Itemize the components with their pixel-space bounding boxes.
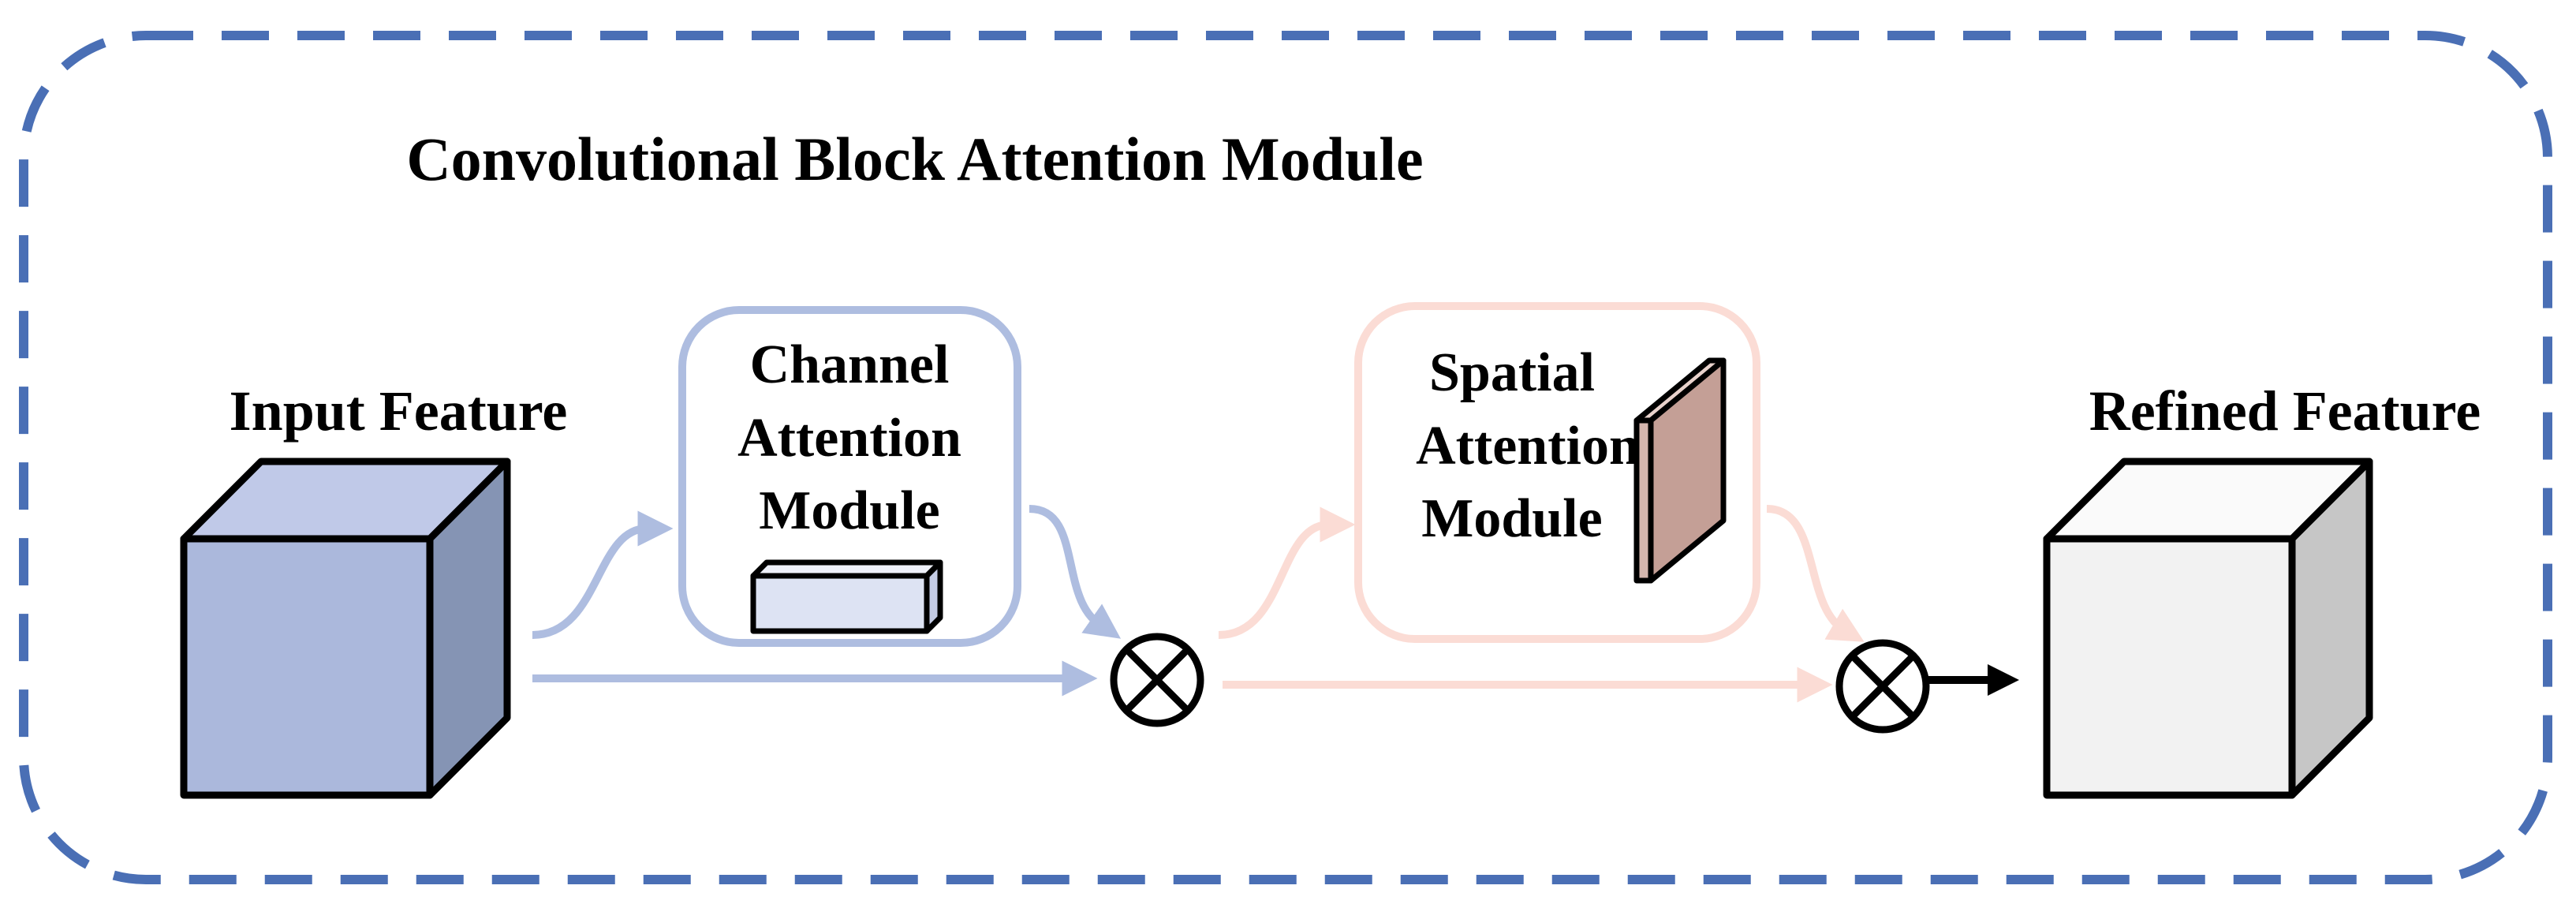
input-feature-label: Input Feature — [230, 379, 568, 443]
refined-feature-cube — [2043, 458, 2373, 799]
spatial-module-line2: Attention — [1416, 416, 1640, 476]
spatial-module-line1: Spatial — [1429, 342, 1595, 403]
spatial-module-line3: Module — [1421, 488, 1602, 549]
refined-feature-label: Refined Feature — [2089, 379, 2481, 443]
multiply-operator-2 — [1835, 639, 1930, 734]
channel-attention-module-box — [678, 306, 1021, 647]
arrow-channel-to-operator — [1029, 505, 1122, 639]
diagram-title: Convolutional Block Attention Module — [406, 125, 1423, 193]
spatial-attention-plate-icon — [1633, 357, 1727, 584]
dashed-frame — [19, 31, 2552, 884]
channel-attention-bar-icon — [750, 559, 943, 634]
channel-module-line3: Module — [759, 480, 939, 541]
arrow-spatial-to-operator — [1766, 505, 1865, 642]
input-feature-cube — [180, 458, 511, 799]
channel-module-line2: Attention — [737, 408, 961, 469]
arrow-to-channel-module — [532, 510, 674, 639]
spatial-attention-module-box — [1354, 302, 1760, 643]
multiply-operator-1 — [1110, 633, 1204, 727]
channel-module-line1: Channel — [750, 334, 950, 395]
arrow-to-spatial-module — [1218, 506, 1356, 639]
